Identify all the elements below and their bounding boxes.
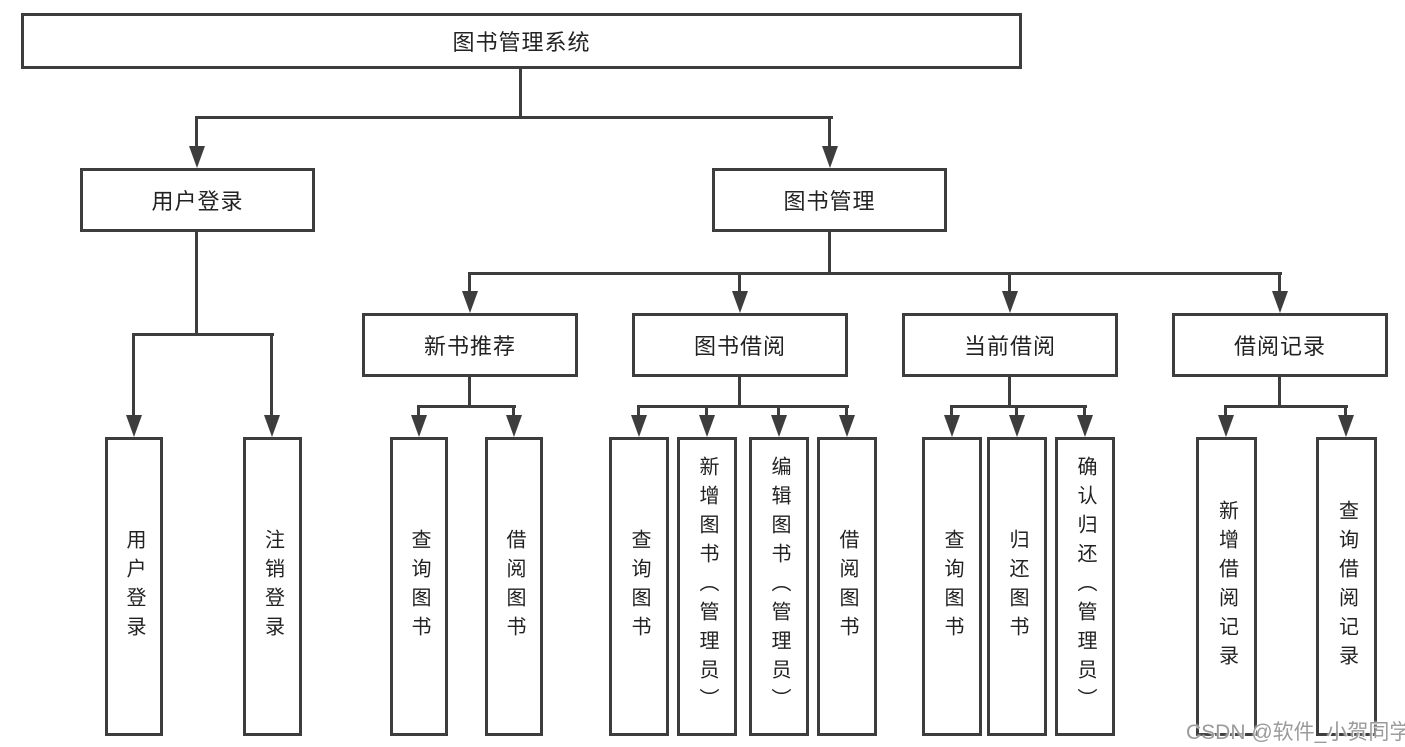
arrow-down-icon: [1077, 415, 1093, 437]
connector-line: [1008, 272, 1011, 293]
arrow-down-icon: [506, 415, 522, 437]
node-new-book-recommend-label: 新书推荐: [423, 334, 516, 359]
connector-line: [417, 405, 516, 408]
arrow-down-icon: [462, 291, 478, 313]
leaf-borrow-book: 借阅图书: [817, 437, 877, 736]
leaf-borrow-book-label: 借阅图书: [836, 528, 858, 645]
node-root: 图书管理系统: [21, 13, 1022, 69]
leaf-recommend-query-book: 查询图书: [390, 437, 448, 736]
connector-line: [132, 333, 274, 336]
connector-line: [1278, 377, 1281, 408]
leaf-confirm-return-admin: 确认归还（管理员）: [1055, 437, 1115, 736]
connector-line: [637, 405, 640, 417]
leaf-return-book: 归还图书: [987, 437, 1047, 736]
leaf-confirm-return-admin-label: 确认归还（管理员）: [1074, 456, 1096, 717]
node-current-borrow-label: 当前借阅: [963, 334, 1056, 359]
connector-line: [519, 69, 522, 118]
arrow-down-icon: [732, 291, 748, 313]
leaf-add-borrow-record: 新增借阅记录: [1196, 437, 1257, 736]
node-new-book-recommend: 新书推荐: [362, 313, 578, 377]
leaf-edit-book-admin: 编辑图书（管理员）: [749, 437, 809, 736]
leaf-logout: 注销登录: [243, 437, 302, 736]
leaf-return-book-label: 归还图书: [1006, 528, 1028, 645]
node-root-label: 图书管理系统: [452, 30, 591, 55]
connector-line: [417, 405, 420, 417]
connector-line: [196, 116, 833, 119]
leaf-user-login: 用户登录: [105, 437, 163, 736]
connector-line: [132, 333, 135, 417]
leaf-recommend-borrow-book-label: 借阅图书: [503, 528, 525, 645]
leaf-query-borrow-record-label: 查询借阅记录: [1335, 499, 1358, 674]
connector-line: [738, 377, 741, 408]
arrow-down-icon: [771, 415, 787, 437]
arrow-down-icon: [1272, 291, 1288, 313]
arrow-down-icon: [1002, 291, 1018, 313]
connector-line: [468, 272, 1282, 275]
connector-line: [950, 405, 953, 417]
node-book-borrow: 图书借阅: [632, 313, 848, 377]
leaf-add-borrow-record-label: 新增借阅记录: [1215, 499, 1238, 674]
connector-line: [1344, 405, 1347, 417]
arrow-down-icon: [822, 146, 838, 168]
connector-line: [512, 405, 515, 417]
arrow-down-icon: [1338, 415, 1354, 437]
leaf-logout-label: 注销登录: [261, 528, 284, 645]
arrow-down-icon: [189, 146, 205, 168]
leaf-add-book-admin: 新增图书（管理员）: [677, 437, 737, 736]
node-book-management-label: 图书管理: [783, 189, 876, 214]
arrow-down-icon: [264, 415, 280, 437]
connector-line: [1224, 405, 1348, 408]
node-book-management: 图书管理: [712, 168, 947, 232]
leaf-borrow-query-book: 查询图书: [609, 437, 669, 736]
arrow-down-icon: [944, 415, 960, 437]
leaf-query-borrow-record: 查询借阅记录: [1316, 437, 1377, 736]
connector-line: [828, 232, 831, 275]
arrow-down-icon: [126, 415, 142, 437]
node-book-borrow-label: 图书借阅: [693, 334, 786, 359]
connector-line: [1015, 405, 1018, 417]
connector-line: [845, 405, 848, 417]
connector-line: [777, 405, 780, 417]
leaf-edit-book-admin-label: 编辑图书（管理员）: [768, 456, 790, 717]
leaf-user-login-label: 用户登录: [123, 528, 145, 645]
leaf-recommend-query-book-label: 查询图书: [408, 528, 430, 645]
arrow-down-icon: [411, 415, 427, 437]
arrow-down-icon: [1218, 415, 1234, 437]
leaf-recommend-borrow-book: 借阅图书: [485, 437, 543, 736]
leaf-borrow-query-book-label: 查询图书: [628, 528, 650, 645]
node-user-login: 用户登录: [80, 168, 315, 232]
connector-line: [1224, 405, 1227, 417]
connector-line: [195, 232, 198, 336]
connector-line: [950, 405, 1087, 408]
connector-line: [468, 377, 471, 408]
connector-line: [468, 272, 471, 293]
node-current-borrow: 当前借阅: [902, 313, 1118, 377]
node-user-login-label: 用户登录: [151, 189, 244, 214]
connector-line: [637, 405, 849, 408]
connector-line: [1278, 272, 1281, 293]
node-borrow-record: 借阅记录: [1172, 313, 1388, 377]
csdn-watermark: CSDN @软件_小贺同学: [1186, 721, 1405, 744]
connector-line: [270, 333, 273, 417]
leaf-current-query-book: 查询图书: [922, 437, 982, 736]
arrow-down-icon: [839, 415, 855, 437]
connector-line: [738, 272, 741, 293]
connector-line: [1008, 377, 1011, 408]
arrow-down-icon: [631, 415, 647, 437]
connector-line: [195, 116, 198, 148]
arrow-down-icon: [699, 415, 715, 437]
arrow-down-icon: [1009, 415, 1025, 437]
connector-line: [705, 405, 708, 417]
leaf-add-book-admin-label: 新增图书（管理员）: [696, 456, 718, 717]
connector-line: [828, 116, 831, 148]
connector-line: [1083, 405, 1086, 417]
node-borrow-record-label: 借阅记录: [1233, 334, 1326, 359]
leaf-current-query-book-label: 查询图书: [941, 528, 963, 645]
